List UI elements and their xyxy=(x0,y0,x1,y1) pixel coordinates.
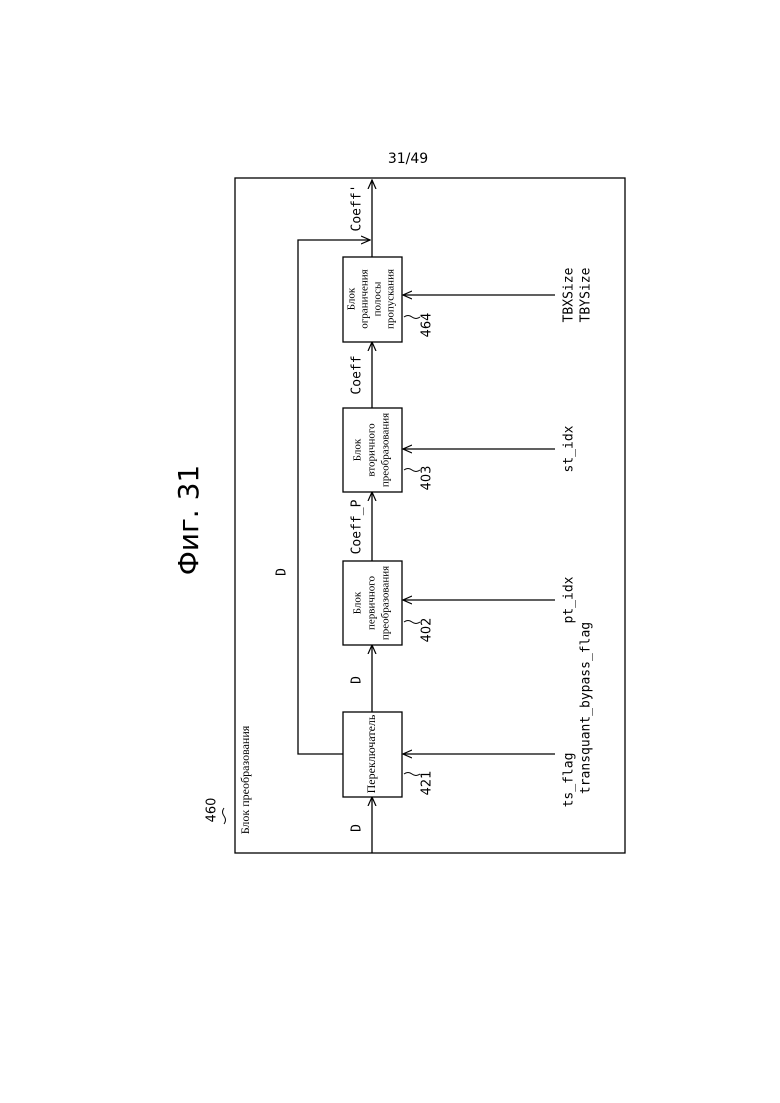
figure-title: Фиг. 31 xyxy=(172,465,205,575)
switcher-ref: 421 xyxy=(420,771,435,796)
signal-switch-to-primary-label: D xyxy=(350,676,365,684)
secondary-ref: 403 xyxy=(420,466,435,491)
outer-block-ref: 460 xyxy=(205,798,220,823)
control-tbysize: TBYSize xyxy=(579,267,594,322)
page-number: 31/49 xyxy=(388,151,428,167)
switcher-label: Переключатель xyxy=(364,714,378,793)
outer-block-ref-leader xyxy=(223,808,226,824)
signal-secondary-out-label: Coeff xyxy=(350,355,365,394)
primary-ref: 402 xyxy=(420,618,435,643)
control-transquant-bypass-flag: transquant_bypass_flag xyxy=(579,622,594,794)
primary-label-line-1: Блок xyxy=(352,591,364,614)
control-st-idx: st_idx xyxy=(562,425,577,472)
bandlimit-label-line-4: пропускания xyxy=(385,269,397,329)
secondary-label-line-2: вторичного xyxy=(366,423,378,477)
control-ts-flag: ts_flag xyxy=(562,753,577,808)
primary-label-line-2: первичного xyxy=(366,576,378,631)
signal-primary-out-label: Coeff_P xyxy=(350,499,365,554)
signal-bypass-label: D xyxy=(275,568,290,576)
control-tbxsize: TBXSize xyxy=(562,267,577,322)
outer-block-label: Блок преобразования xyxy=(238,725,252,834)
bandlimit-label-line-1: Блок xyxy=(346,287,358,310)
primary-label-line-3: преобразования xyxy=(380,566,392,640)
secondary-label-line-1: Блок xyxy=(352,438,364,461)
secondary-label-line-3: преобразования xyxy=(380,413,392,487)
control-pt-idx: pt_idx xyxy=(562,576,577,623)
bandlimit-label-line-3: полосы xyxy=(372,281,384,316)
bandlimit-ref: 464 xyxy=(420,313,435,338)
signal-output-label: Coeff' xyxy=(350,185,365,232)
signal-input-label: D xyxy=(350,824,365,832)
bandlimit-label-line-2: ограничения xyxy=(359,269,371,328)
